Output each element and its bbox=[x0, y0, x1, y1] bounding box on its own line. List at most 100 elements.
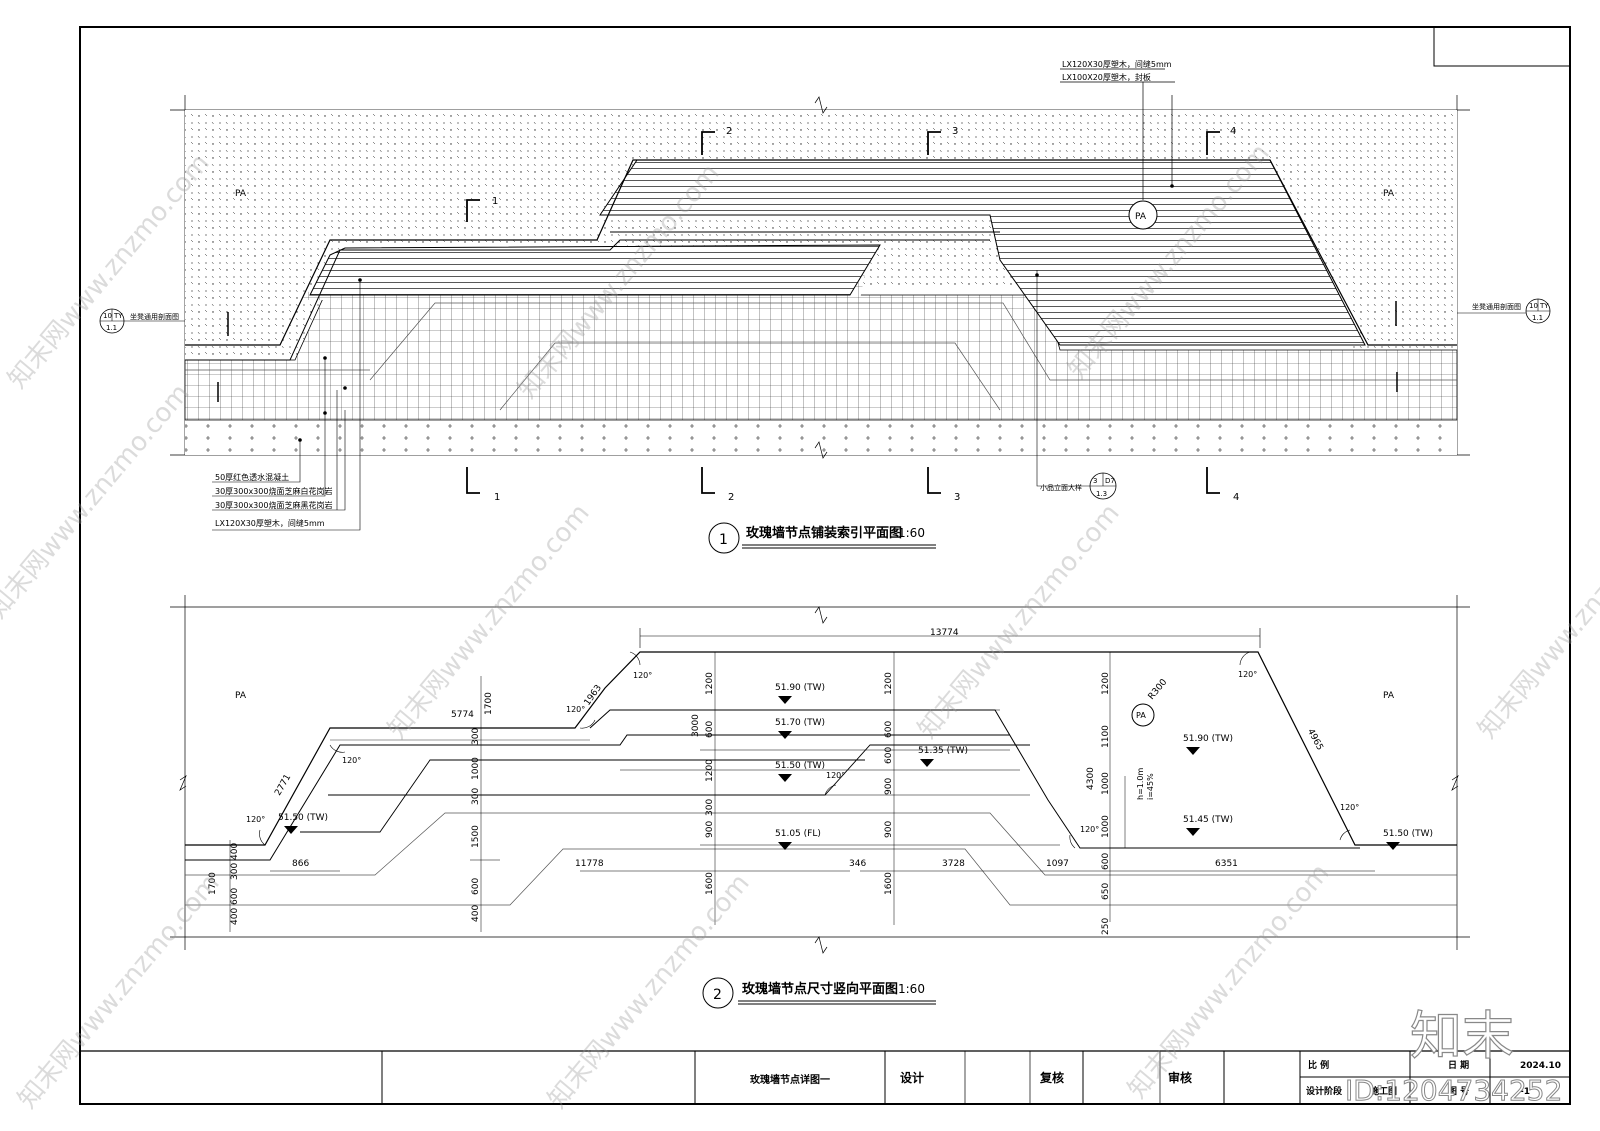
section-mark-3-top: 3 bbox=[952, 126, 958, 137]
pa-label-right-2: PA bbox=[1383, 691, 1395, 701]
pa-label-left-1: PA bbox=[235, 189, 247, 199]
top-callout: LX120X30厚塑木，间缝5mm LX100X20厚塑木，封板 bbox=[1060, 59, 1175, 200]
dim-4965: 4965 bbox=[1305, 727, 1325, 752]
drawing-2-dimension-plan bbox=[170, 595, 1470, 954]
drawing-2-number: 2 bbox=[713, 987, 722, 1003]
seat-ref-num-right: 10 bbox=[1529, 302, 1538, 310]
elev-1: 51.90 (TW) bbox=[775, 683, 825, 693]
detail-ref: 3 D7 1.3 小品立面大样 bbox=[1035, 270, 1117, 500]
slope-height: h=1.0m bbox=[1136, 768, 1145, 800]
angle-5: 120° bbox=[826, 771, 845, 780]
seat-ref-left: 10 TY 1.1 坐凳通用剖面图 bbox=[99, 308, 185, 334]
dim-346: 346 bbox=[849, 859, 866, 869]
title-sheet-name: 玫瑰墙节点详图一 bbox=[750, 1073, 830, 1086]
slope-ratio: i=45% bbox=[1146, 773, 1155, 800]
seat-ref-num-left: 10 bbox=[103, 312, 112, 320]
drawing-2-title-text: 玫瑰墙节点尺寸竖向平面图 bbox=[742, 981, 898, 997]
section-mark-1-bottom: 1 bbox=[494, 492, 500, 503]
dim-v1200-a: 1200 bbox=[705, 672, 715, 695]
elev-3: 51.50 (TW) bbox=[775, 761, 825, 771]
angle-2: 120° bbox=[566, 705, 585, 714]
dim-v1000-a: 1000 bbox=[471, 757, 481, 780]
dim-v1700-top: 1700 bbox=[484, 692, 494, 715]
angle-6: 120° bbox=[1238, 670, 1257, 679]
watermark-4: 知末网www.znzmo.com bbox=[0, 378, 196, 624]
dim-v300-a: 300 bbox=[471, 728, 481, 745]
angle-4: 120° bbox=[246, 815, 265, 824]
dimension-labels: 13774 5774 1963 2771 4965 866 11778 346 … bbox=[208, 628, 1325, 935]
watermark-8: 知末网www.znzmo.com bbox=[12, 868, 225, 1114]
seat-ref-label-left: 坐凳通用剖面图 bbox=[130, 312, 179, 321]
elev-5: 51.05 (FL) bbox=[775, 829, 821, 839]
dim-v4300: 4300 bbox=[1086, 767, 1096, 790]
angle-3: 120° bbox=[342, 756, 361, 765]
elev-2: 51.70 (TW) bbox=[775, 718, 825, 728]
dim-3728: 3728 bbox=[942, 859, 965, 869]
title-phase-label: 设计阶段 bbox=[1306, 1085, 1343, 1097]
section-mark-2-bottom: 2 bbox=[728, 492, 734, 503]
seat-ref-sheet-right: TY bbox=[1539, 302, 1549, 310]
dim-v1000-b: 1000 bbox=[1101, 772, 1111, 795]
dim-v600-c: 600 bbox=[884, 721, 894, 738]
dim-v900-a: 900 bbox=[705, 821, 715, 838]
title-sheet-value: -1 bbox=[1520, 1087, 1530, 1097]
dim-1963: 1963 bbox=[583, 683, 604, 707]
dim-v1700-left: 1700 bbox=[208, 872, 218, 895]
elev-6: 51.50 (TW) bbox=[278, 813, 328, 823]
corner-box bbox=[1433, 27, 1570, 67]
drawing-2-scale: 1:60 bbox=[898, 982, 925, 996]
detail-ref-label: 小品立面大样 bbox=[1040, 483, 1082, 492]
title-scale-label: 比 例 bbox=[1308, 1059, 1329, 1071]
watermark-6: 知末网www.znzmo.com bbox=[912, 498, 1125, 744]
dim-v1600-b: 1600 bbox=[884, 872, 894, 895]
title-sheet-label: 图 号 bbox=[1448, 1086, 1469, 1097]
dim-v250: 250 bbox=[1101, 918, 1111, 935]
dim-v1200-d: 1200 bbox=[1101, 672, 1111, 695]
dim-v600-e: 600 bbox=[1101, 853, 1111, 870]
callout-black-granite: 30厚300x300烧面芝麻黑花岗岩 bbox=[215, 500, 332, 510]
dim-v1500: 1500 bbox=[471, 825, 481, 848]
title-date-label: 日 期 bbox=[1448, 1059, 1469, 1071]
watermark-1: 知末网www.znzmo.com bbox=[2, 148, 215, 394]
watermark-logo: 知末 bbox=[1410, 1007, 1514, 1067]
left-callouts: 50厚红色透水混凝土 30厚300x300烧面芝麻白花岗岩 30厚300x300… bbox=[212, 278, 362, 531]
dim-v600-d: 600 bbox=[884, 747, 894, 764]
callout-red-concrete: 50厚红色透水混凝土 bbox=[215, 472, 289, 482]
dim-v1100: 1100 bbox=[1101, 725, 1111, 748]
drawing-1-title: 1 玫瑰墙节点铺装索引平面图 1:60 bbox=[708, 522, 936, 554]
section-mark-1-top: 1 bbox=[492, 196, 498, 207]
pa-circle-1: PA bbox=[1135, 212, 1147, 222]
pa-label-right-1: PA bbox=[1383, 189, 1395, 199]
dim-6351: 6351 bbox=[1215, 859, 1238, 869]
dim-v3000: 3000 bbox=[691, 714, 701, 737]
drawing-1-scale: 1:60 bbox=[898, 526, 925, 540]
callout-fascia: LX100X20厚塑木，封板 bbox=[1062, 72, 1151, 82]
callout-decking: LX120X30厚塑木，间缝5mm bbox=[1062, 59, 1172, 69]
title-check: 复核 bbox=[1039, 1070, 1064, 1085]
title-phase-value: 施工图 bbox=[1370, 1085, 1397, 1097]
title-design: 设计 bbox=[900, 1070, 924, 1085]
dim-v1000-c: 1000 bbox=[1101, 815, 1111, 838]
seat-ref-sub-right: 1.1 bbox=[1532, 314, 1543, 322]
detail-ref-sheet: D7 bbox=[1105, 477, 1115, 485]
watermark-10: 知末网www.znzmo.com bbox=[1122, 858, 1335, 1104]
dim-5774: 5774 bbox=[451, 710, 474, 720]
dim-v600-a: 600 bbox=[471, 878, 481, 895]
title-date-value: 2024.10 bbox=[1520, 1061, 1561, 1071]
section-mark-3-bottom: 3 bbox=[954, 492, 960, 503]
section-markers-bottom: 1 2 3 4 bbox=[466, 467, 1239, 503]
drawing-1-number: 1 bbox=[719, 532, 728, 548]
section-markers-top: 1 2 3 4 bbox=[466, 126, 1236, 222]
elevation-markers: 51.90 (TW) 51.70 (TW) 51.50 (TW) 51.35 (… bbox=[278, 683, 1433, 850]
dim-13774: 13774 bbox=[930, 628, 959, 638]
seat-ref-label-right: 坐凳通用剖面图 bbox=[1472, 302, 1521, 311]
dim-v900-c: 900 bbox=[884, 821, 894, 838]
title-review: 审核 bbox=[1168, 1070, 1192, 1085]
seat-ref-sheet-left: TY bbox=[113, 312, 123, 320]
pa-label-left-2: PA bbox=[235, 691, 247, 701]
outer-frame bbox=[79, 26, 1571, 1105]
angle-8: 120° bbox=[1080, 825, 1099, 834]
dim-v900-b: 900 bbox=[884, 778, 894, 795]
dim-v300-d: 300 bbox=[230, 863, 240, 880]
